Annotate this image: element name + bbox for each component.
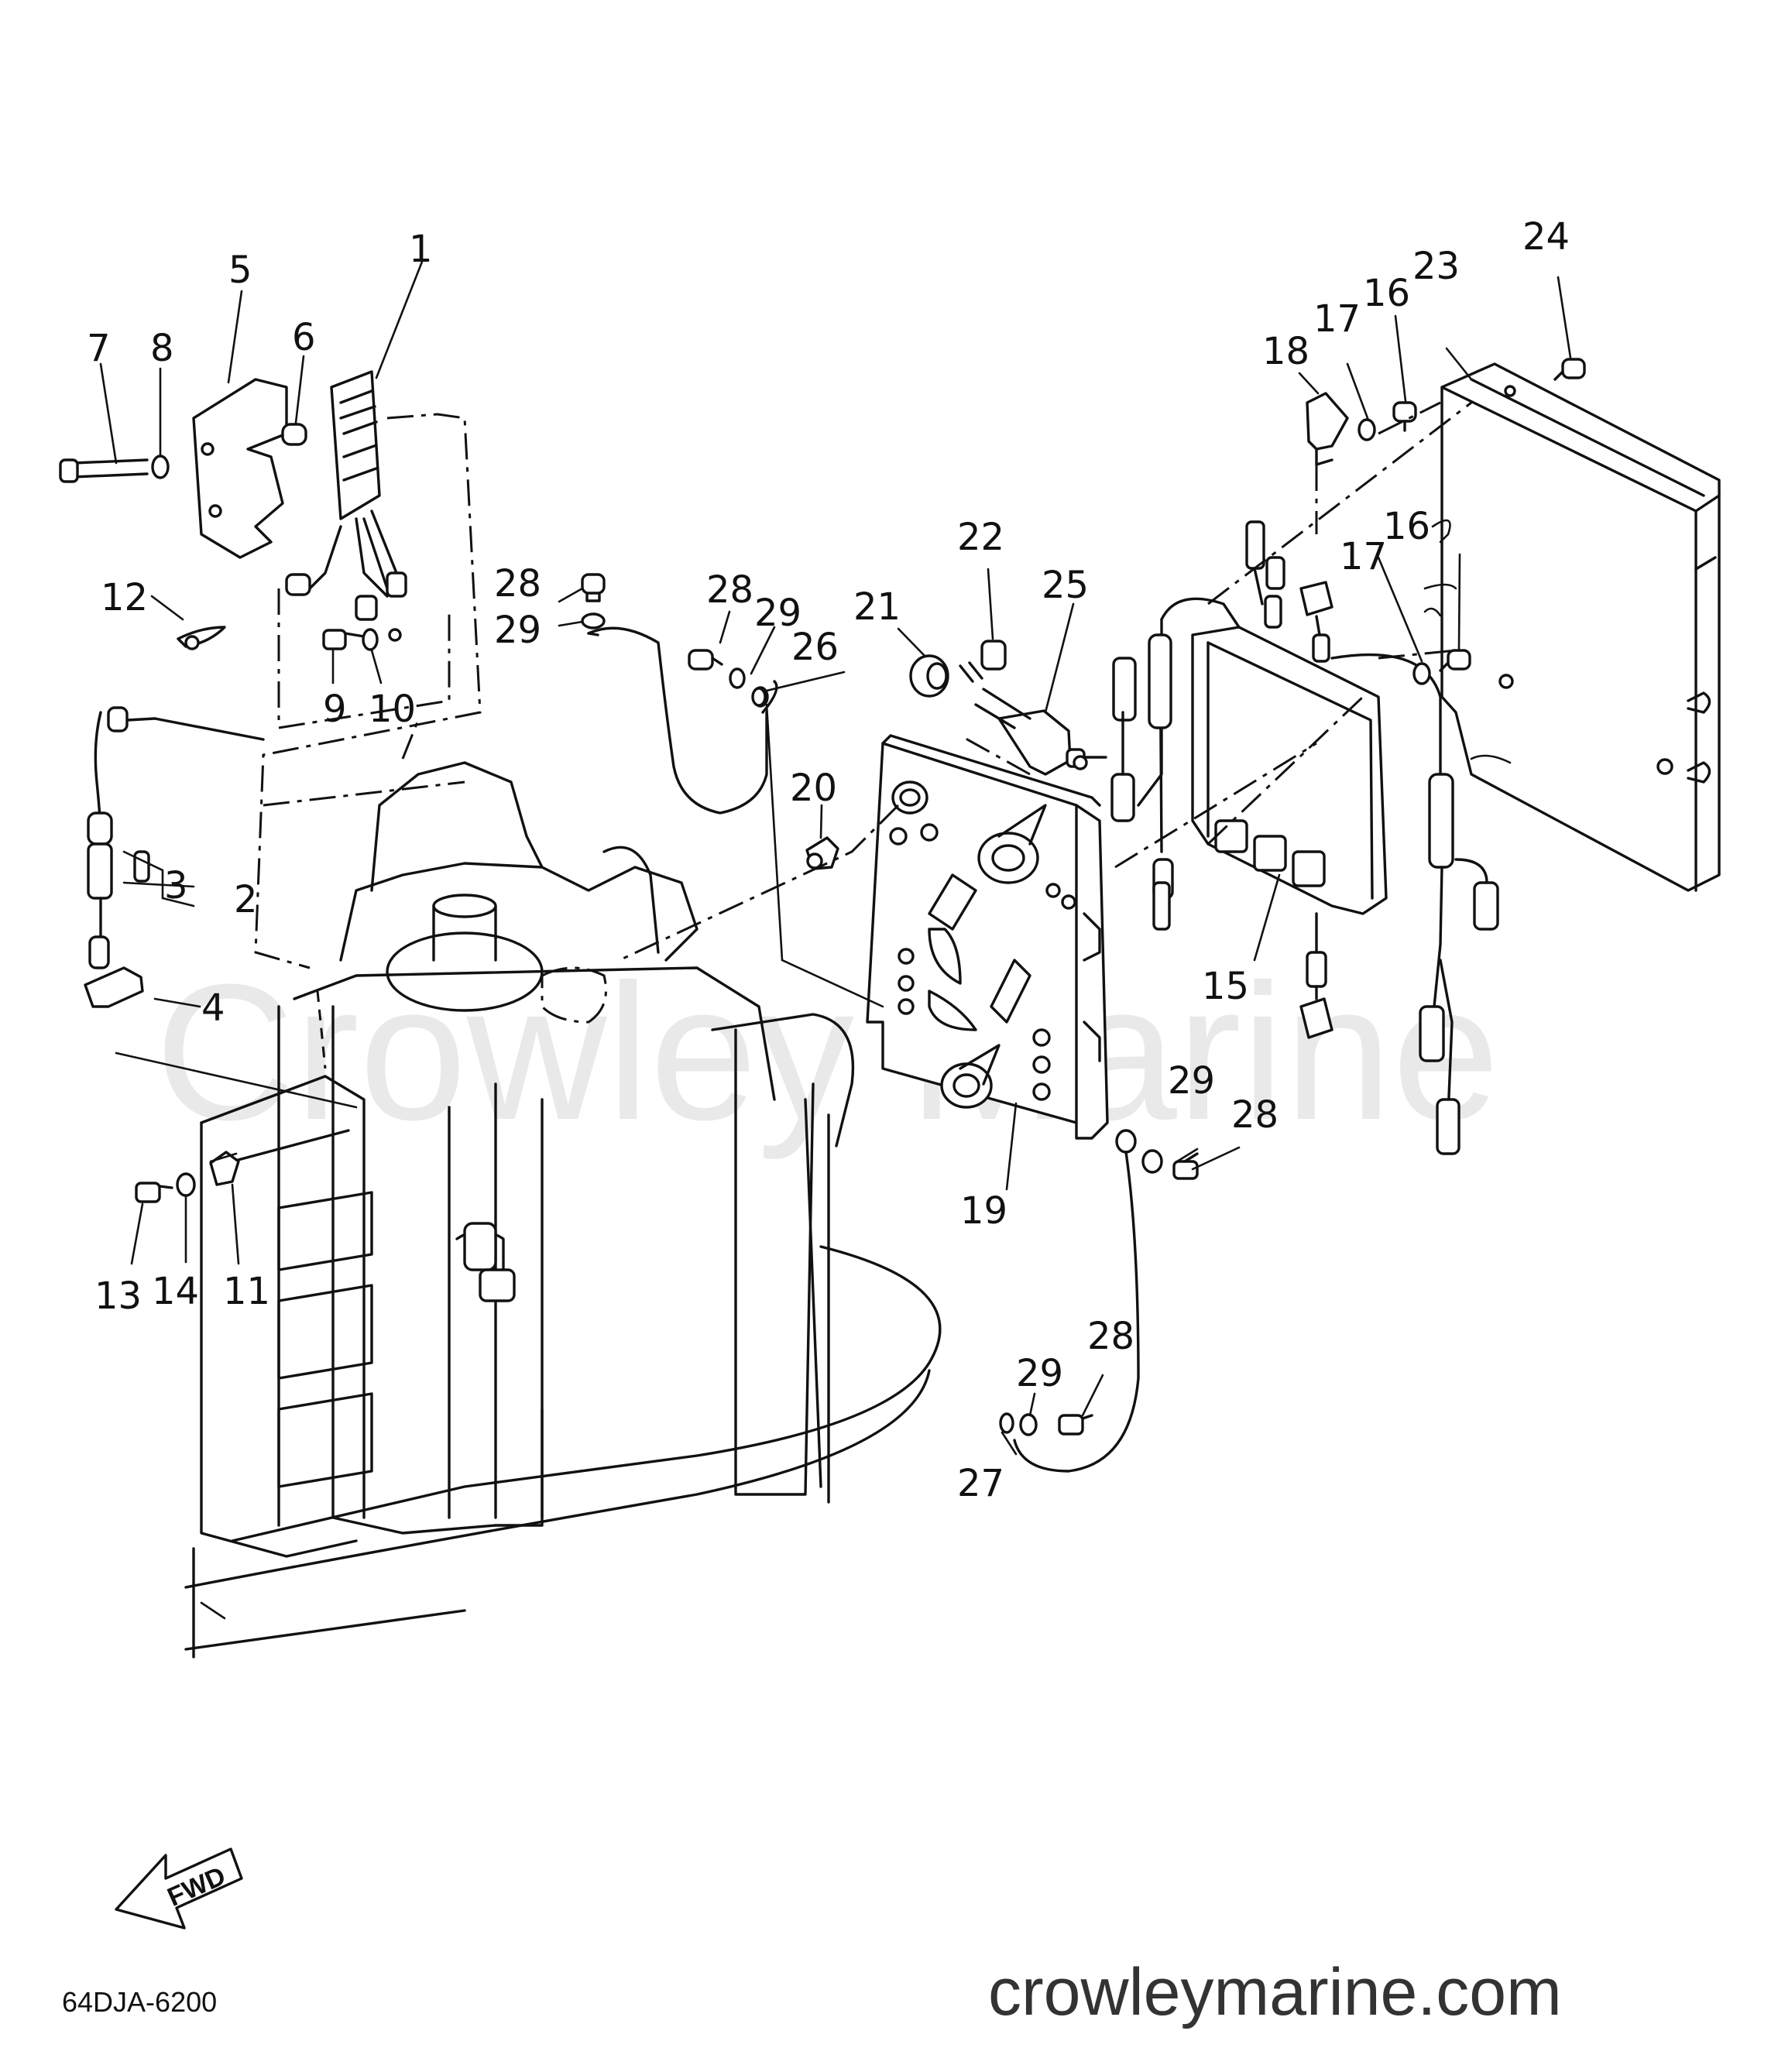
callout-23: 23 xyxy=(1412,245,1460,288)
base-plate xyxy=(751,687,1199,1473)
callout-17-top: 17 xyxy=(1313,297,1361,341)
callout-27: 27 xyxy=(957,1462,1004,1505)
cdi-unit xyxy=(59,370,482,969)
sensor-lead xyxy=(84,706,265,1008)
callout-4: 4 xyxy=(201,986,225,1030)
callout-28-mid: 28 xyxy=(706,568,753,612)
callout-25: 25 xyxy=(1042,564,1089,607)
assembly-lines xyxy=(619,401,1472,962)
callout-9: 9 xyxy=(323,688,347,731)
callout-11: 11 xyxy=(223,1270,270,1313)
callout-22: 22 xyxy=(957,516,1004,559)
fwd-arrow: FWD xyxy=(115,1847,243,1930)
callout-24: 24 xyxy=(1522,215,1570,259)
callout-7: 7 xyxy=(87,327,111,370)
callout-13: 13 xyxy=(94,1274,142,1318)
callout-28-bottom: 28 xyxy=(1087,1315,1134,1358)
callout-29-mid: 29 xyxy=(754,592,801,635)
engine-block xyxy=(115,761,942,1659)
cover-plate xyxy=(1431,362,1721,892)
callout-18: 18 xyxy=(1262,330,1309,373)
harness-wires xyxy=(581,573,1107,870)
leader-lines xyxy=(99,260,1572,1456)
lower-fasteners xyxy=(135,1151,240,1203)
callout-17-mid: 17 xyxy=(1340,535,1387,578)
callout-29-bottom: 29 xyxy=(1016,1352,1063,1395)
clip-12 xyxy=(177,626,226,650)
callout-19: 19 xyxy=(960,1189,1007,1233)
callout-14: 14 xyxy=(152,1270,199,1313)
callout-29-top: 29 xyxy=(494,609,541,652)
callout-2: 2 xyxy=(234,878,258,921)
callout-28-right: 28 xyxy=(1231,1093,1279,1137)
callout-12: 12 xyxy=(101,576,148,619)
callout-28-top: 28 xyxy=(494,562,541,605)
callout-16-top: 16 xyxy=(1363,272,1410,315)
callout-1: 1 xyxy=(409,228,433,271)
callout-5: 5 xyxy=(228,249,252,292)
callout-10: 10 xyxy=(369,688,416,731)
callout-6: 6 xyxy=(292,316,316,359)
callout-16-mid: 16 xyxy=(1383,505,1430,548)
diagram-code: 64DJA-6200 xyxy=(62,1986,217,2018)
callouts: 1 2 3 4 5 6 7 8 9 10 11 12 13 14 15 16 1… xyxy=(87,215,1570,1505)
callout-26: 26 xyxy=(791,626,839,669)
callout-21: 21 xyxy=(853,585,901,629)
website-url: crowleymarine.com xyxy=(988,1955,1562,2029)
cdi-module xyxy=(1110,520,1499,1155)
callout-15: 15 xyxy=(1202,965,1249,1008)
callout-8: 8 xyxy=(150,327,174,370)
callout-20: 20 xyxy=(790,767,837,810)
callout-3: 3 xyxy=(164,864,188,907)
callout-29-right: 29 xyxy=(1168,1059,1215,1103)
